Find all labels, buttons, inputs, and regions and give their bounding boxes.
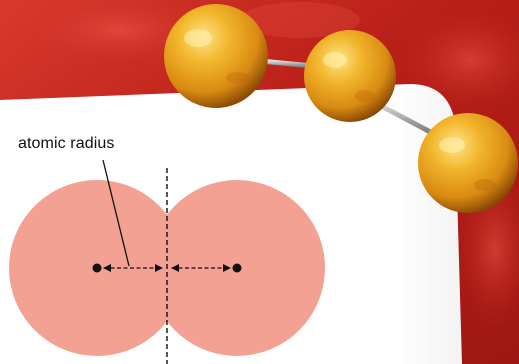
gold-sphere-2 <box>304 30 396 122</box>
gold-sphere-1 <box>164 4 268 108</box>
molecule-decoration <box>164 4 518 213</box>
nucleus-left-dot <box>92 263 102 273</box>
nucleus-right-dot <box>232 263 242 273</box>
atomic-radius-label: atomic radius <box>18 135 115 152</box>
label-leader-line <box>102 159 130 267</box>
gold-sphere-3 <box>418 113 518 213</box>
